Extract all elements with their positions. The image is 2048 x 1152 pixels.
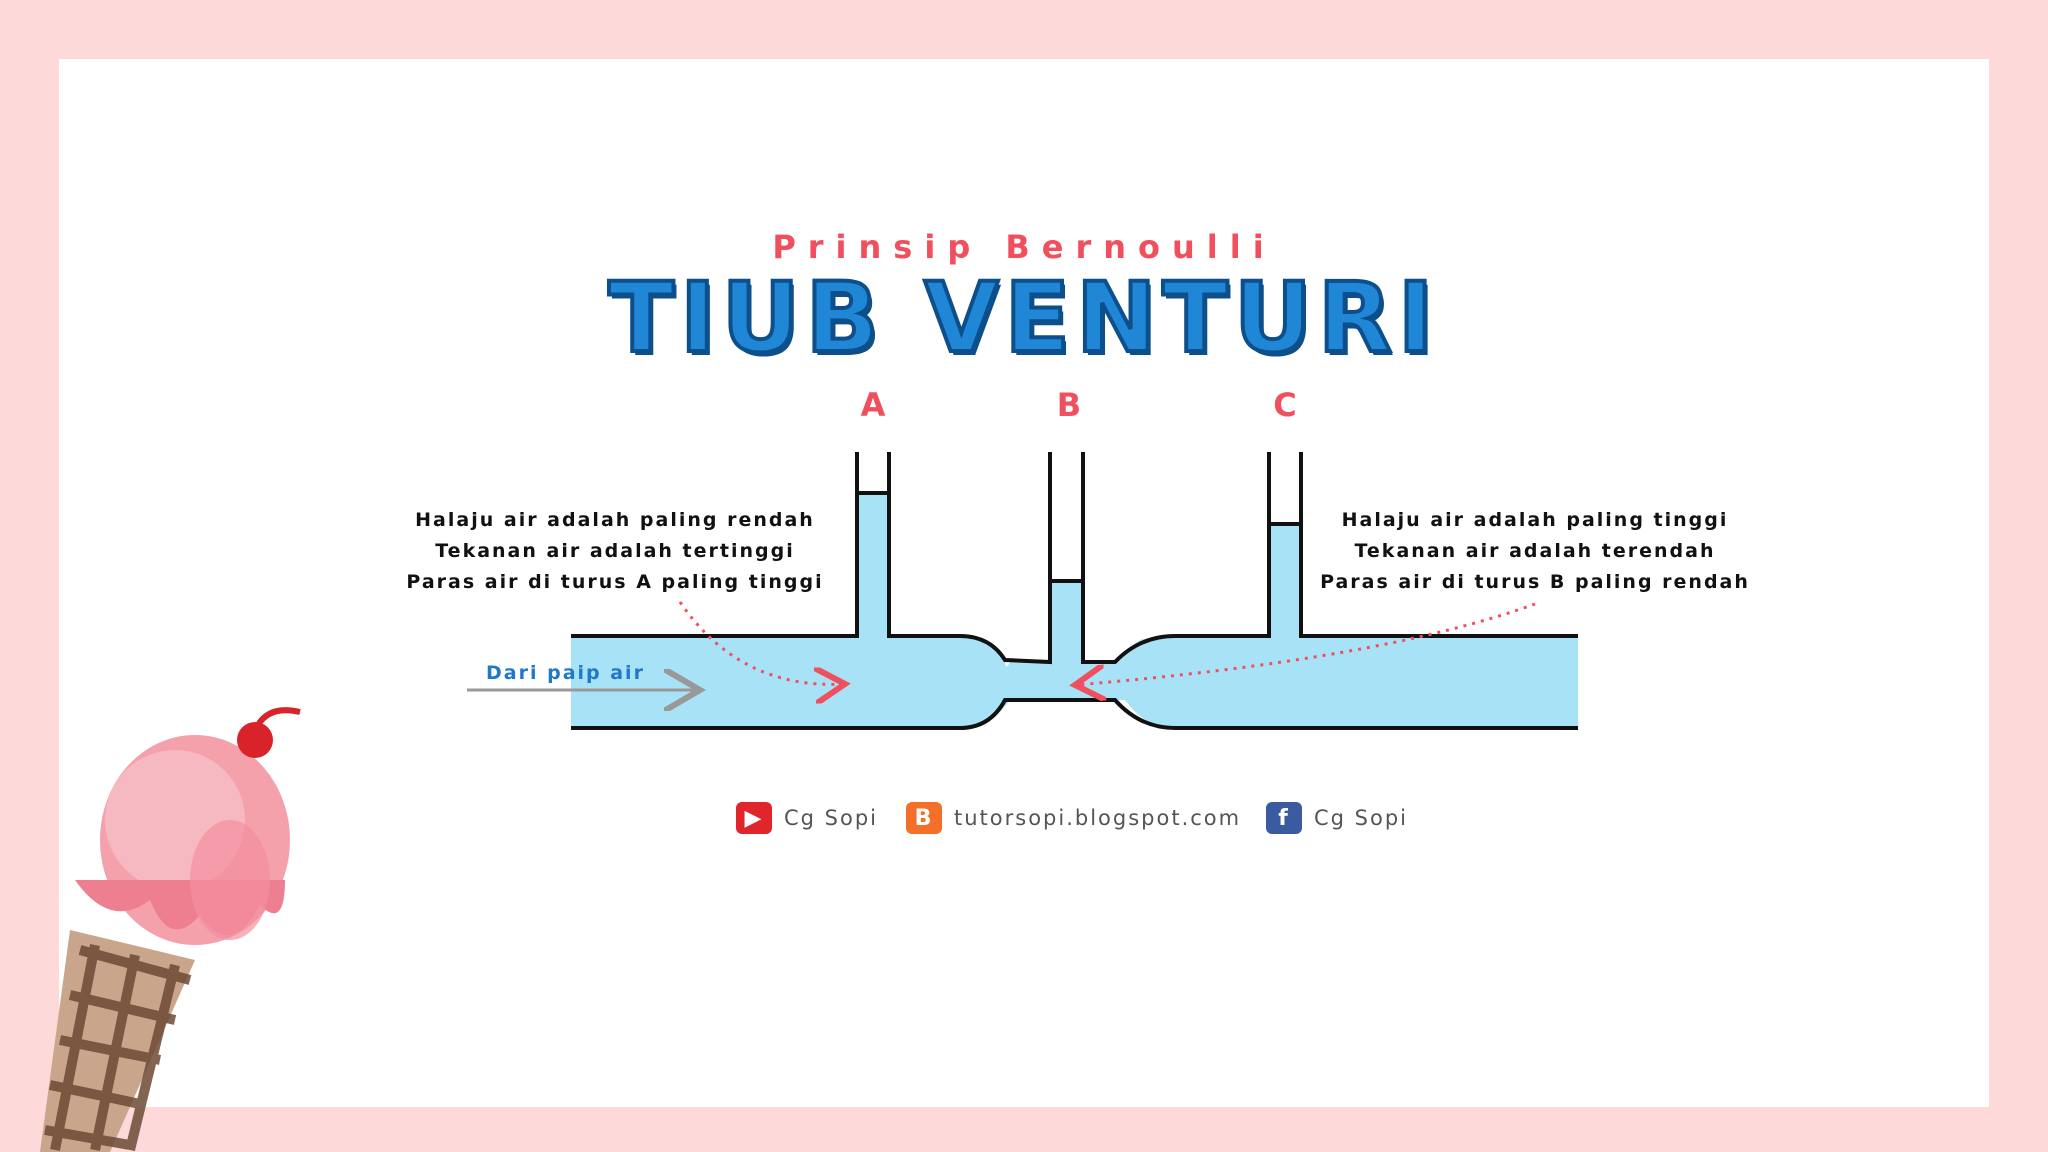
right-note: Halaju air adalah paling tinggi Tekanan … (1318, 505, 1752, 598)
tube-a-water (858, 493, 889, 638)
tube-c-water (1270, 524, 1301, 638)
diagram-title: TIUB VENTURI (606, 260, 1440, 376)
left-note-line: Paras air di turus A paling tinggi (406, 571, 824, 593)
tube-label-b: B (1056, 386, 1082, 424)
right-note-line: Paras air di turus B paling rendah (1320, 571, 1750, 593)
right-dotted-arrow (1075, 602, 1536, 685)
blogger-icon: B (906, 802, 942, 834)
facebook-icon: f (1266, 802, 1302, 834)
left-note: Halaju air adalah paling rendah Tekanan … (400, 505, 830, 598)
left-note-line: Tekanan air adalah tertinggi (435, 540, 795, 562)
youtube-link[interactable]: ▶ Cg Sopi (736, 800, 878, 836)
right-note-line: Tekanan air adalah terendah (1354, 540, 1716, 562)
left-note-line: Halaju air adalah paling rendah (415, 509, 815, 531)
facebook-label: Cg Sopi (1314, 806, 1409, 830)
ice-cream-scoop-icon (75, 735, 290, 945)
flow-label: Dari paip air (486, 662, 645, 684)
facebook-link[interactable]: f Cg Sopi (1266, 800, 1408, 836)
blog-label: tutorsopi.blogspot.com (954, 806, 1242, 830)
tube-label-c: C (1273, 386, 1297, 424)
youtube-icon: ▶ (736, 802, 772, 834)
tube-label-a: A (860, 386, 886, 424)
youtube-label: Cg Sopi (784, 806, 879, 830)
cherry-icon (237, 707, 301, 758)
tube-b-water (1050, 581, 1083, 664)
right-note-line: Halaju air adalah paling tinggi (1341, 509, 1729, 531)
pipe-outline (571, 452, 1578, 730)
footer-social-links: ▶ Cg Sopi B tutorsopi.blogspot.com f Cg … (0, 800, 2048, 836)
cone-icon (40, 930, 195, 1152)
slide-card (59, 59, 1989, 1107)
ice-cream-illustration (40, 707, 301, 1152)
blog-link[interactable]: B tutorsopi.blogspot.com (906, 800, 1241, 836)
diagram-subtitle: Prinsip Bernoulli (772, 228, 1276, 266)
